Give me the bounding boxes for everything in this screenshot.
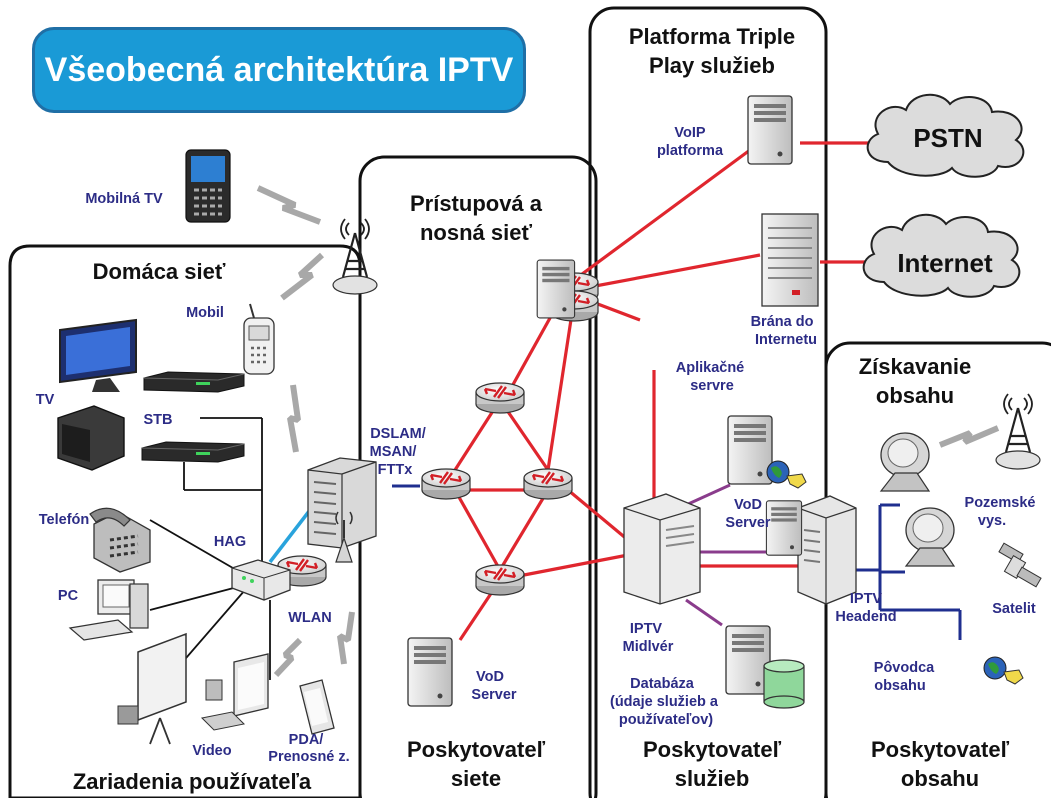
- dslam-icon: [307, 457, 377, 549]
- label-dslam-2: MSAN/: [370, 444, 417, 460]
- stb-upper-icon: [143, 371, 245, 393]
- label-wlan: WLAN: [288, 610, 332, 626]
- laptop-icon: [200, 653, 269, 731]
- label-middleware-2: Midlvér: [623, 639, 674, 655]
- label-mobile-tv: Mobilná TV: [85, 191, 163, 207]
- router-upper: [474, 381, 526, 415]
- section-content-acq-1: Získavanie: [859, 354, 972, 379]
- label-stb: STB: [144, 412, 173, 428]
- dish-satellite-icon: [905, 507, 955, 567]
- terrestrial-tower-icon: [994, 392, 1042, 471]
- label-pc: PC: [58, 588, 79, 604]
- telephone-icon: [89, 507, 151, 573]
- label-middleware-1: IPTV: [630, 621, 663, 637]
- label-database-2: (údaje služieb a: [610, 694, 719, 710]
- label-dslam-1: DSLAM/: [370, 426, 426, 442]
- section-network-provider-2: siete: [451, 766, 501, 791]
- gateway-server-icon: [761, 213, 819, 307]
- section-platform-1: Platforma Triple: [629, 24, 795, 49]
- router-left: [420, 467, 472, 501]
- content-origin-globe-icon: [983, 656, 1024, 685]
- cloud-pstn: PSTN: [866, 93, 1025, 178]
- section-access-network-1: Prístupová a: [410, 191, 543, 216]
- app-server-icon: [536, 259, 576, 319]
- section-user-devices: Zariadenia používateľa: [73, 769, 312, 794]
- crt-tv-icon: [57, 405, 125, 471]
- label-telefon: Telefón: [39, 512, 89, 528]
- label-app-servers-1: Aplikačné: [676, 360, 745, 376]
- label-gateway-2: Internetu: [755, 332, 817, 348]
- label-vod-svc-1: VoD: [734, 497, 762, 513]
- label-tv: TV: [36, 392, 55, 408]
- label-headend-2: Headend: [835, 609, 896, 625]
- label-app-servers-2: servre: [690, 378, 734, 394]
- section-access-network-2: nosná sieť: [420, 220, 532, 245]
- label-satellite: Satelit: [992, 601, 1036, 617]
- wlan-ap-icon: [335, 511, 353, 563]
- label-database-3: používateľov): [619, 712, 713, 728]
- content-origin-server-icon: [765, 500, 803, 556]
- headend-links: [856, 503, 962, 640]
- label-vod-net-1: VoD: [476, 669, 504, 685]
- label-terrestrial-1: Pozemské: [965, 495, 1036, 511]
- label-dslam-3: FTTx: [378, 462, 413, 478]
- cloud-internet: Internet: [862, 213, 1021, 298]
- flat-tv-icon: [59, 318, 137, 392]
- wireless-links: [256, 185, 1000, 678]
- cloud-internet-label: Internet: [897, 248, 993, 278]
- core-links: [453, 141, 870, 641]
- dish-terrestrial-icon: [880, 432, 930, 492]
- database-cylinder-icon: [763, 659, 805, 709]
- router-right: [522, 467, 574, 501]
- label-vod-net-2: Server: [471, 687, 517, 703]
- label-vod-svc-2: Server: [725, 515, 771, 531]
- section-content-provider-1: Poskytovateľ: [871, 737, 1010, 762]
- pc-icon: [68, 579, 149, 641]
- pda-icon: [299, 679, 335, 735]
- label-voip-2: platforma: [657, 143, 724, 159]
- router-lower: [474, 563, 526, 597]
- mobile-tower-icon: [331, 217, 379, 296]
- satellite-icon: [998, 542, 1042, 588]
- vod-globe-icon: [766, 460, 807, 489]
- label-pda-1: PDA/: [289, 732, 324, 748]
- cloud-pstn-label: PSTN: [913, 123, 982, 153]
- section-service-provider-1: Poskytovateľ: [643, 737, 782, 762]
- section-platform-2: Play služieb: [649, 53, 775, 78]
- section-network-provider-1: Poskytovateľ: [407, 737, 546, 762]
- vod-server-net-icon: [407, 637, 453, 707]
- vod-server-svc-icon: [727, 415, 773, 485]
- label-gateway-1: Brána do: [751, 314, 814, 330]
- label-mobil: Mobil: [186, 305, 224, 321]
- label-content-origin-1: Pôvodca: [874, 660, 935, 676]
- video-projector-icon: [117, 632, 187, 745]
- label-hag: HAG: [214, 534, 246, 550]
- mobile-phone-icon: [243, 303, 275, 375]
- section-home-network: Domáca sieť: [93, 259, 226, 284]
- label-terrestrial-2: vys.: [978, 513, 1006, 529]
- label-headend-1: IPTV: [850, 591, 883, 607]
- label-database-1: Databáza: [630, 676, 695, 692]
- middleware-server-icon: [623, 493, 701, 605]
- hag-modem-icon: [231, 559, 291, 601]
- section-service-provider-2: služieb: [675, 766, 750, 791]
- section-content-provider-2: obsahu: [901, 766, 979, 791]
- section-content-acq-2: obsahu: [876, 383, 954, 408]
- label-pda-2: Prenosné z.: [268, 749, 349, 765]
- home-links: [149, 417, 420, 680]
- stb-lower-icon: [141, 441, 245, 463]
- headend-server-icon: [797, 495, 857, 605]
- label-video: Video: [192, 743, 231, 759]
- label-content-origin-2: obsahu: [874, 678, 926, 694]
- label-voip-1: VoIP: [674, 125, 705, 141]
- page-title: Všeobecná architektúra IPTV: [32, 27, 526, 113]
- voip-server-icon: [747, 95, 793, 165]
- mobile-tv-phone-icon: [185, 149, 231, 223]
